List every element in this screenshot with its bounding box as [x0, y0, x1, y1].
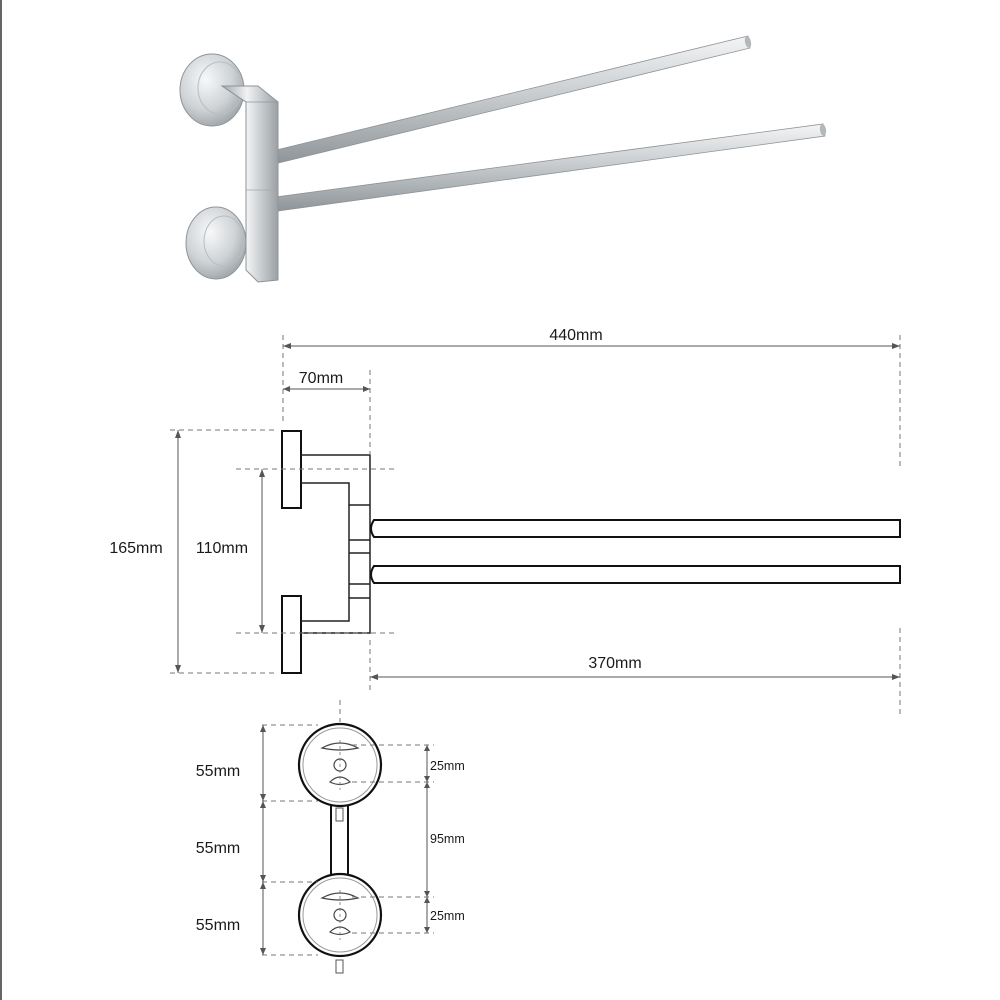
- dimension-label-bottom-hole: 25mm: [430, 909, 465, 923]
- bracket-body: [301, 454, 371, 634]
- dimension-label-165: 165mm: [109, 540, 162, 557]
- dimension-label-front-top: 55mm: [196, 763, 240, 780]
- product-photo: [179, 35, 827, 283]
- dimension-base-depth: 70mm: [283, 370, 370, 392]
- screw-mark-middle: [335, 807, 344, 822]
- dimension-arm-length: 370mm: [370, 655, 900, 680]
- lower-wall-plate: [281, 595, 302, 674]
- pivot-post: [220, 85, 279, 283]
- dimension-label-front-bottom: 55mm: [196, 917, 240, 934]
- upper-arm-outline: [370, 519, 901, 538]
- dimension-hole-spacing: 95mm: [424, 782, 465, 897]
- lower-arm-outline: [370, 565, 901, 584]
- dimension-top-hole: 25mm: [424, 745, 465, 782]
- dimension-label-front-middle: 55mm: [196, 840, 240, 857]
- dimension-label-hole-spacing: 95mm: [430, 832, 465, 846]
- dimension-front-top: 55mm: [196, 725, 266, 801]
- dimension-front-middle: 55mm: [196, 801, 266, 882]
- dimension-label-110: 110mm: [196, 540, 248, 557]
- side-view-drawing: 440mm 70mm 165mm 110mm 370mm: [109, 327, 901, 715]
- dimension-bottom-hole: 25mm: [424, 897, 465, 933]
- screw-mark-bottom: [335, 959, 344, 974]
- dimension-overall-length: 440mm: [283, 327, 900, 349]
- front-bottom-plate: [297, 872, 383, 958]
- front-top-plate: [297, 722, 383, 808]
- upper-wall-disc: [179, 53, 245, 127]
- dimension-label-70: 70mm: [299, 370, 343, 387]
- dimension-mount-spacing: 110mm: [196, 469, 265, 633]
- dimension-front-bottom: 55mm: [196, 882, 266, 955]
- dimension-label-top-hole: 25mm: [430, 759, 465, 773]
- lower-wall-disc: [185, 206, 247, 280]
- dimension-label-370: 370mm: [588, 655, 641, 672]
- front-view-drawing: 55mm 55mm 55mm 25mm 95mm: [196, 700, 465, 974]
- dimension-label-440: 440mm: [549, 327, 602, 344]
- dimension-overall-height: 165mm: [109, 430, 181, 673]
